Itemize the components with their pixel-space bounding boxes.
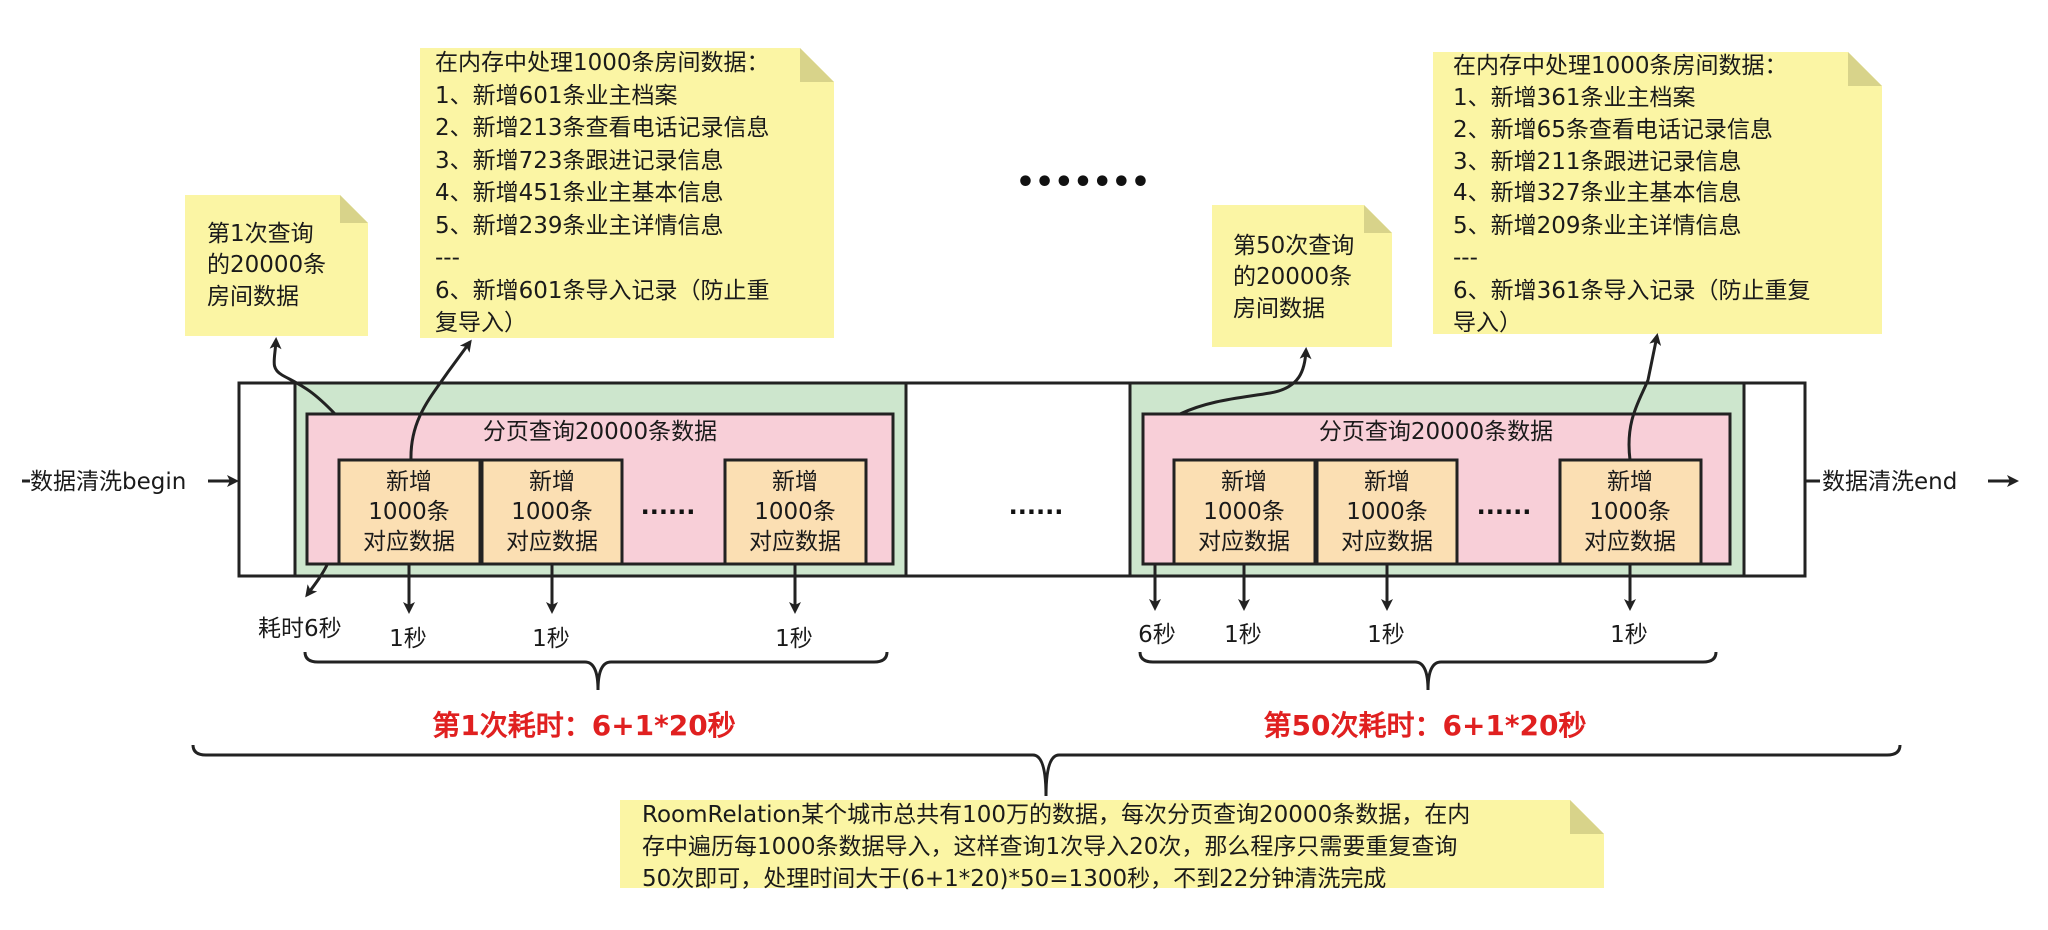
pass50-inner-ellipsis: ...... (1477, 492, 1532, 520)
pass50-detail-line: 1、新增361条业主档案 (1453, 85, 1696, 111)
pass1-detail-note: 在内存中处理1000条房间数据： 1、新增601条业主档案 2、新增213条查看… (420, 48, 834, 338)
pass1-insert-box-line: 1000条 (754, 499, 836, 525)
pass50-box-time: 1秒 (1224, 622, 1262, 648)
pass50-insert-box-line: 1000条 (1203, 499, 1285, 525)
summary-line: RoomRelation某个城市总共有100万的数据，每次分页查询20000条数… (642, 802, 1470, 828)
pass50-detail-line: 3、新增211条跟进记录信息 (1453, 149, 1742, 175)
pass1-detail-line: 4、新增451条业主基本信息 (435, 180, 724, 206)
pass50-query-note: 第50次查询 的20000条 房间数据 (1212, 205, 1392, 347)
pass1-insert-box-line: 对应数据 (363, 529, 455, 555)
pass50-insert-box-line: 1000条 (1589, 499, 1671, 525)
pass50-total-time: 第50次耗时：6+1*20秒 (1264, 709, 1587, 742)
pass50-insert-box-line: 1000条 (1346, 499, 1428, 525)
pass1-query-time: 耗时6秒 (258, 616, 342, 642)
pass50-detail-line: 5、新增209条业主详情信息 (1453, 213, 1742, 239)
pass50-query-note-line: 的20000条 (1233, 264, 1352, 290)
pass1-insert-box-line: 新增 (529, 469, 575, 495)
pass50-box-time: 1秒 (1367, 622, 1405, 648)
pass1-query-note-line: 第1次查询 (207, 221, 314, 247)
pass1-detail-line: 复导入） (435, 310, 527, 336)
pass50-detail-line: --- (1453, 245, 1478, 271)
pass50-insert-box-line: 对应数据 (1198, 529, 1290, 555)
pass1-detail-connector (409, 339, 472, 461)
pass1-insert-box: 新增 1000条 对应数据 (723, 458, 868, 566)
pass1-detail-line: 在内存中处理1000条房间数据： (435, 50, 770, 76)
pass1-insert-box-line: 1000条 (511, 499, 593, 525)
pass1-box-time: 1秒 (775, 626, 813, 652)
pass50-detail-line: 6、新增361条导入记录（防止重复 (1453, 278, 1811, 304)
pass50-insert-box-line: 新增 (1607, 469, 1653, 495)
pass50-insert-box-line: 对应数据 (1584, 529, 1676, 555)
pass1-insert-box: 新增 1000条 对应数据 (337, 458, 482, 566)
pass1-insert-box-line: 新增 (386, 469, 432, 495)
flow-begin-label: 数据清洗begin (30, 469, 186, 495)
pass50-insert-box-line: 对应数据 (1341, 529, 1433, 555)
middle-ellipsis: ...... (1009, 492, 1064, 520)
pass1-insert-box-line: 1000条 (368, 499, 450, 525)
pass1-insert-box-line: 对应数据 (506, 529, 598, 555)
pass50-detail-connector (1627, 333, 1662, 461)
pass50-query-note-line: 第50次查询 (1233, 233, 1354, 259)
pass1-query-time-arrow (305, 564, 329, 598)
pass50-page-label: 分页查询20000条数据 (1319, 419, 1553, 445)
summary-line: 存中遍历每1000条数据导入，这样查询1次导入20次，那么程序只需要重复查询 (642, 834, 1457, 860)
summary-note: RoomRelation某个城市总共有100万的数据，每次分页查询20000条数… (620, 800, 1604, 892)
pass50-brace (1138, 651, 1718, 691)
pass50-insert-box-line: 新增 (1364, 469, 1410, 495)
pass50-box-time: 1秒 (1610, 622, 1648, 648)
summary-line: 50次即可，处理时间大于(6+1*20)*50=1300秒，不到22分钟清洗完成 (642, 866, 1386, 892)
pass50-detail-line: 导入） (1453, 310, 1522, 336)
pass50-query-time: 6秒 (1138, 622, 1176, 648)
pass50-query-note-line: 房间数据 (1233, 296, 1325, 322)
pass50-query-connector (1179, 347, 1312, 416)
pass50-insert-box: 新增 1000条 对应数据 (1172, 458, 1317, 566)
pass1-query-note-line: 的20000条 (207, 252, 326, 278)
pass1-inner-ellipsis: ...... (641, 492, 696, 520)
pass1-total-time: 第1次耗时：6+1*20秒 (432, 709, 736, 742)
pass1-insert-box: 新增 1000条 对应数据 (480, 458, 624, 566)
pass1-detail-line: 3、新增723条跟进记录信息 (435, 148, 724, 174)
top-ellipsis: ••••••• (1016, 165, 1150, 200)
pass1-insert-box-line: 对应数据 (749, 529, 841, 555)
pass1-box-time: 1秒 (389, 626, 427, 652)
pass50-detail-line: 2、新增65条查看电话记录信息 (1453, 117, 1773, 143)
pass1-detail-line: 1、新增601条业主档案 (435, 83, 678, 109)
pass1-query-connector (269, 337, 337, 416)
pass1-insert-box-line: 新增 (772, 469, 818, 495)
pass50-insert-box: 新增 1000条 对应数据 (1315, 458, 1459, 566)
pass1-box-time: 1秒 (532, 626, 570, 652)
overall-brace (191, 744, 1902, 797)
pass1-query-note: 第1次查询 的20000条 房间数据 (185, 195, 368, 336)
pass50-detail-line: 在内存中处理1000条房间数据： (1453, 53, 1788, 79)
pass50-insert-box-line: 新增 (1221, 469, 1267, 495)
pass50-detail-line: 4、新增327条业主基本信息 (1453, 180, 1742, 206)
flow-end-label: 数据清洗end (1822, 469, 1957, 495)
pass1-detail-line: 2、新增213条查看电话记录信息 (435, 115, 770, 141)
pass50-detail-note: 在内存中处理1000条房间数据： 1、新增361条业主档案 2、新增65条查看电… (1433, 52, 1882, 336)
pass1-detail-line: 6、新增601条导入记录（防止重 (435, 278, 770, 304)
pass1-brace (303, 651, 889, 691)
pass1-page-label: 分页查询20000条数据 (483, 419, 717, 445)
pass1-detail-line: --- (435, 245, 460, 271)
pass1-query-note-line: 房间数据 (207, 284, 299, 310)
pass50-insert-box: 新增 1000条 对应数据 (1558, 458, 1703, 566)
pass1-detail-line: 5、新增239条业主详情信息 (435, 213, 724, 239)
